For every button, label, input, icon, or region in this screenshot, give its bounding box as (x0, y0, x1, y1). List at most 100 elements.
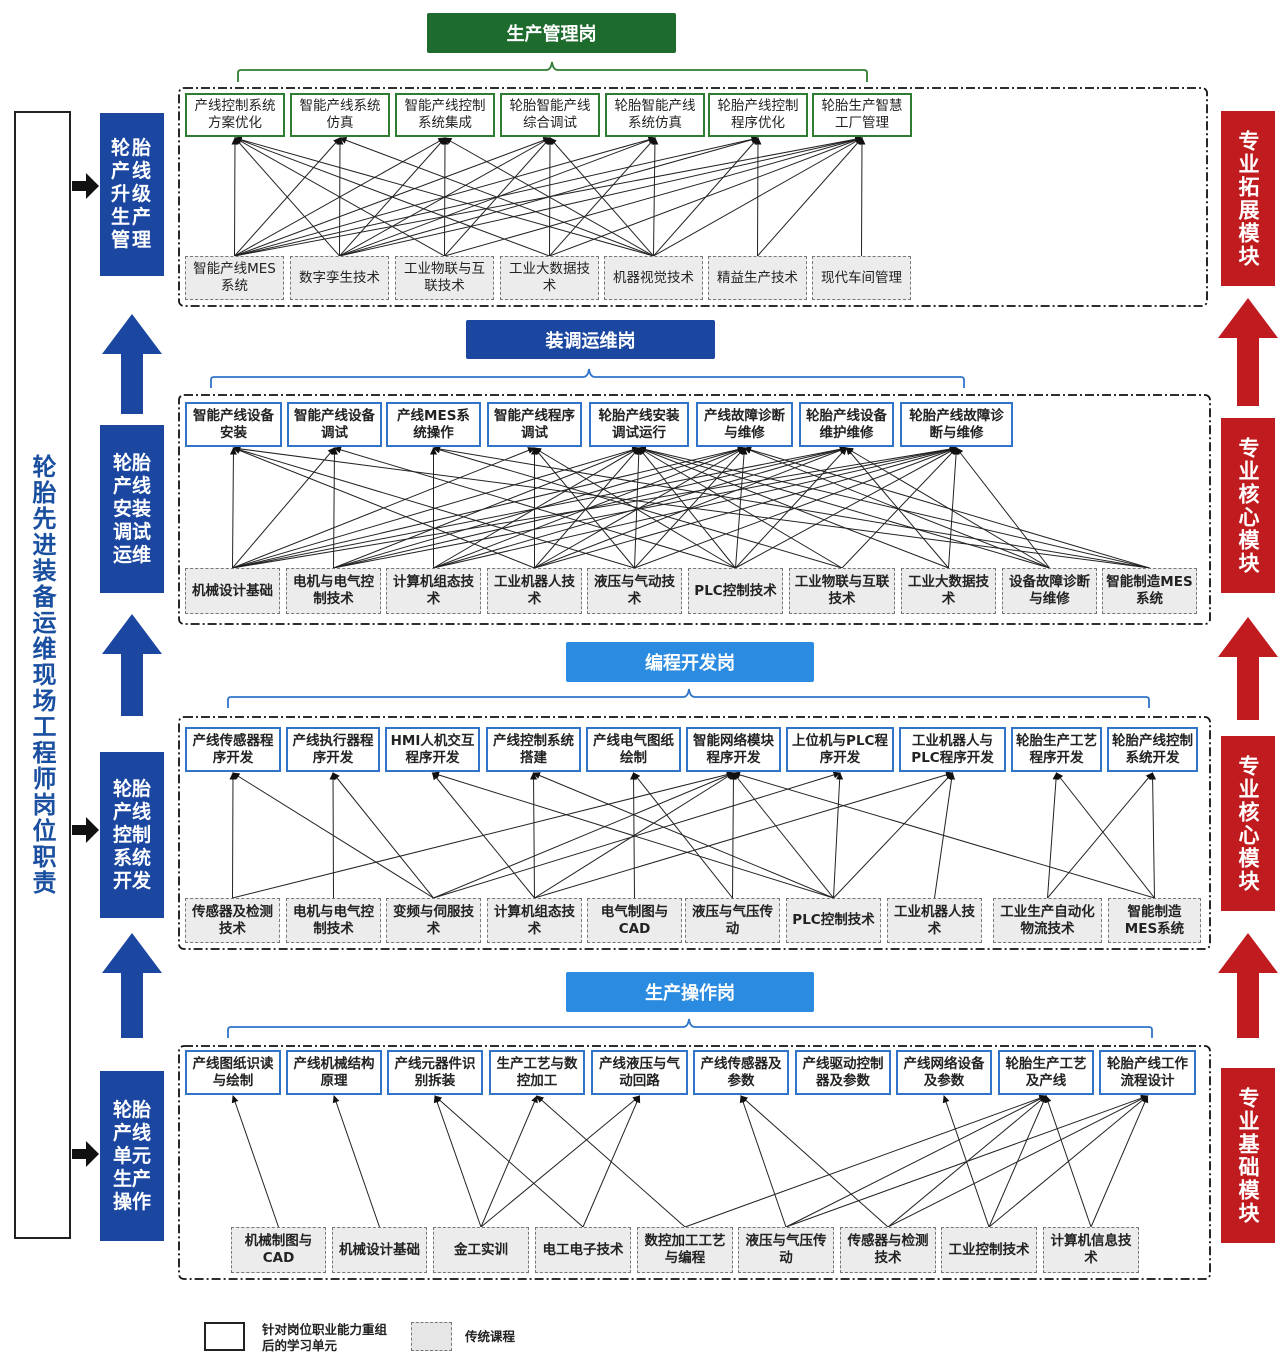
link-arrow (534, 447, 848, 569)
module-foundation: 专业基础模块 (1221, 1068, 1275, 1243)
unit-row3-5: 智能网络模块程序开发 (686, 727, 781, 772)
link-arrow (732, 772, 834, 899)
course-row2-7: 工业大数据技术 (901, 568, 996, 614)
link-arrow (1090, 1095, 1149, 1228)
stage-up-arrow-1 (102, 314, 162, 414)
unit-row4-3: 生产工艺与数控加工 (489, 1050, 585, 1095)
module-label: 专业核心模块 (1236, 436, 1260, 575)
unit-label: 上位机与PLC程序开发 (792, 732, 888, 766)
link-arrow (534, 446, 958, 569)
link-arrow (858, 137, 866, 257)
unit-label: 产线传感器及参数 (700, 1055, 782, 1089)
link-arrow (732, 771, 1155, 899)
course-label: PLC控制技术 (694, 582, 777, 599)
link-arrow (638, 446, 1150, 569)
link-arrow (232, 445, 848, 569)
post-operation: 生产操作岗 (566, 972, 814, 1012)
course-label: PLC控制技术 (792, 912, 875, 928)
course-label: 工业机器人技术 (494, 574, 575, 607)
link-arrow (1047, 772, 1154, 899)
link-arrow (533, 447, 736, 569)
course-row3-5: 液压与气压传动 (685, 898, 780, 943)
link-arrow (333, 446, 848, 569)
link-arrow (841, 447, 958, 569)
link-arrow (433, 1095, 482, 1228)
post-label: 装调运维岗 (545, 330, 636, 352)
link-arrow (948, 447, 960, 569)
unit-row3-4: 产线电气图纸绘制 (586, 727, 681, 772)
course-label: 工业机器人技术 (894, 903, 975, 937)
unit-row3-8: 轮胎生产工艺程序开发 (1011, 727, 1102, 772)
course-label: 变频与伺服技术 (393, 903, 474, 937)
course-row1-5: 精益生产技术 (708, 256, 807, 300)
unit-label: 产线执行器程序开发 (292, 732, 374, 766)
link-arrow (232, 445, 1150, 569)
course-label: 机器视觉技术 (613, 269, 694, 286)
course-row3-1: 电机与电气控制技术 (286, 898, 381, 943)
link-arrow (735, 447, 748, 569)
course-row2-0: 机械设计基础 (185, 568, 280, 614)
link-arrow (845, 447, 949, 569)
course-label: 液压与气压传动 (692, 903, 773, 937)
course-row3-2: 变频与伺服技术 (386, 898, 481, 943)
course-label: 计算机信息技术 (1050, 1233, 1132, 1266)
unit-row1-6: 轮胎生产智慧工厂管理 (812, 93, 912, 137)
link-arrow (530, 772, 538, 899)
course-label: 工业大数据技术 (908, 574, 989, 607)
course-row1-0: 智能产线MES系统 (185, 256, 284, 300)
link-arrow (534, 772, 735, 899)
course-row4-4: 数控加工工艺与编程 (637, 1227, 733, 1273)
course-label: 工业控制技术 (948, 1241, 1030, 1258)
module-label: 专业拓展模块 (1236, 129, 1260, 268)
unit-label: HMI人机交互程序开发 (390, 732, 475, 766)
link-arrow (1044, 1095, 1092, 1228)
course-row2-5: PLC控制技术 (688, 568, 783, 614)
link-arrow (432, 446, 843, 569)
link-arrow (234, 137, 340, 257)
legend-solid-swatch (204, 1322, 245, 1351)
unit-row4-7: 产线网络设备及参数 (896, 1050, 992, 1095)
link-arrow (339, 136, 656, 257)
link-arrow (339, 137, 446, 257)
course-row2-2: 计算机组态技术 (386, 568, 481, 614)
course-row1-2: 工业物联与互联技术 (395, 256, 494, 300)
unit-label: 产线网络设备及参数 (903, 1055, 985, 1089)
brace-row-3 (227, 688, 1150, 708)
unit-row2-5: 产线故障诊断与维修 (696, 402, 793, 447)
link-arrow (955, 447, 1050, 569)
unit-label: 产线液压与气动回路 (599, 1055, 680, 1089)
unit-label: 产线控制系统搭建 (493, 732, 574, 766)
link-arrow (1055, 772, 1155, 899)
course-row3-8: 工业生产自动化物流技术 (993, 898, 1102, 943)
link-arrow (546, 137, 554, 257)
module-core-1: 专业核心模块 (1221, 418, 1275, 593)
course-label: 精益生产技术 (717, 269, 798, 286)
link-arrow (480, 1095, 641, 1228)
unit-label: 智能产线控制系统集成 (404, 98, 486, 131)
link-arrow (735, 447, 848, 569)
course-row4-0: 机械制图与CAD (231, 1227, 326, 1273)
link-arrow (433, 446, 848, 569)
module-up-arrow-2 (1218, 617, 1278, 720)
course-label: 电气制图与CAD (600, 903, 669, 937)
link-arrow (229, 447, 237, 569)
stage-upgrade-management: 轮胎产线升级生产管理 (100, 113, 164, 276)
link-arrow (339, 137, 551, 257)
link-arrow (833, 772, 954, 899)
link-arrow (232, 772, 434, 899)
legend-solid-label: 针对岗位职业能力重组后的学习单元 (262, 1322, 388, 1353)
unit-label: 产线元器件识别拆装 (394, 1055, 476, 1089)
unit-row1-0: 产线控制系统方案优化 (185, 93, 285, 137)
course-label: 计算机组态技术 (393, 574, 474, 607)
link-arrow (630, 772, 638, 899)
course-row3-4: 电气制图与CAD (587, 898, 682, 943)
course-label: 数字孪生技术 (299, 269, 380, 286)
link-arrow (651, 137, 659, 257)
link-arrow (533, 447, 635, 569)
course-row4-2: 金工实训 (433, 1227, 529, 1273)
unit-row2-3: 智能产线程序调试 (487, 402, 582, 447)
unit-label: 产线控制系统方案优化 (194, 98, 276, 131)
post-install-maintenance: 装调运维岗 (466, 320, 715, 359)
responsibility-title: 轮胎先进装备运维现场工程师岗位职责 (28, 454, 56, 896)
link-arrow (234, 137, 446, 257)
